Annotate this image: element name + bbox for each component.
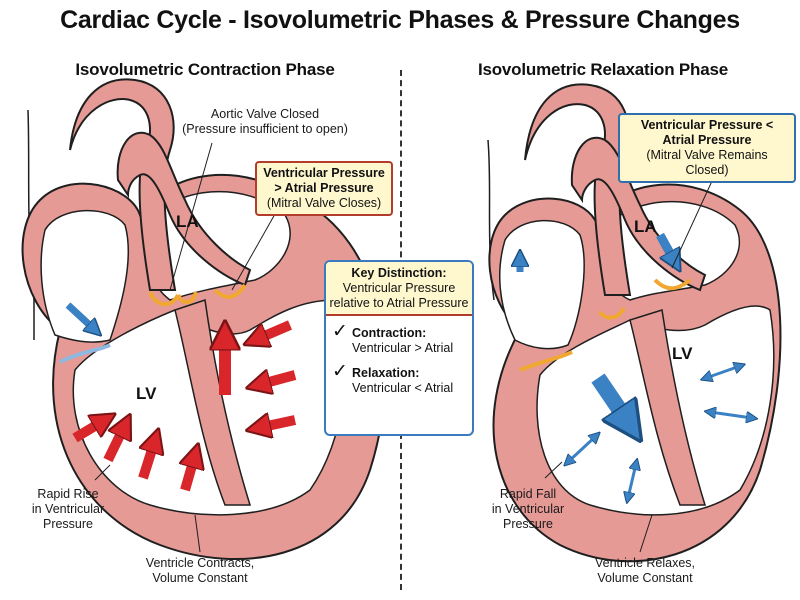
red-arrow-apex-1 xyxy=(72,420,105,443)
left-la-label: LA xyxy=(176,212,199,231)
left-callout-line1: Ventricular Pressure xyxy=(263,166,385,180)
left-aortic-valve xyxy=(148,291,198,307)
right-aorta xyxy=(524,83,632,296)
right-tricuspid-valve xyxy=(519,350,573,372)
right-mitral-valve xyxy=(653,278,692,291)
blue-double-arrow-2 xyxy=(710,412,752,418)
key-item-value: Ventricular > Atrial xyxy=(352,341,454,355)
contracts-label: Ventricle Contracts, Volume Constant xyxy=(125,556,275,586)
key-item-relaxation: ✓ Relaxation: Ventricular < Atrial xyxy=(326,361,472,396)
right-callout-line2: Atrial Pressure xyxy=(662,133,752,147)
left-atrium-blue-arrow xyxy=(65,302,95,330)
fall-line3: Pressure xyxy=(502,517,554,531)
relaxes-line2: Volume Constant xyxy=(597,571,693,585)
leader-bottom-left xyxy=(194,514,201,553)
left-mitral-valve xyxy=(213,283,247,299)
right-panel-heading: Isovolumetric Relaxation Phase xyxy=(477,60,729,79)
key-item-name: Contraction: xyxy=(352,326,427,340)
aortic-valve-label: Aortic Valve Closed (Pressure insufficie… xyxy=(150,107,380,137)
left-heart xyxy=(21,78,387,561)
left-pressure-callout: Ventricular Pressure > Atrial Pressure (… xyxy=(255,161,393,216)
relaxes-line1: Ventricle Relaxes, xyxy=(594,556,696,570)
leader-aortic xyxy=(169,142,213,291)
left-callout-line2: > Atrial Pressure xyxy=(274,181,374,195)
rise-line1: Rapid Rise xyxy=(37,487,99,501)
key-head-line2: Ventricular Pressure xyxy=(342,281,456,295)
right-septum xyxy=(629,309,707,506)
leader-pressure-right xyxy=(544,461,563,479)
fall-line2: in Ventricular xyxy=(491,502,565,516)
aortic-label-line1: Aortic Valve Closed xyxy=(210,107,320,121)
red-arrow-apex-2 xyxy=(103,425,125,463)
blue-double-arrow-4 xyxy=(628,464,636,498)
blue-arrow-main xyxy=(591,373,630,425)
key-item-value: Ventricular < Atrial xyxy=(352,381,454,395)
leader-callout-left xyxy=(231,213,276,291)
key-distinction-box: Key Distinction: Ventricular Pressure re… xyxy=(324,260,474,436)
left-tricuspid-valve xyxy=(59,343,111,364)
leader-pressure-left xyxy=(94,464,111,481)
right-la-blue-arrow xyxy=(656,232,675,262)
key-head-line3: relative to Atrial Pressure xyxy=(329,296,469,310)
left-lv-label: LV xyxy=(136,384,157,403)
red-arrow-apex-3 xyxy=(138,440,155,480)
red-arrow-wall-3 xyxy=(258,420,297,428)
leader-callout-right xyxy=(671,167,719,269)
left-callout-line3: (Mitral Valve Closes) xyxy=(266,196,382,210)
key-distinction-header: Key Distinction: Ventricular Pressure re… xyxy=(326,262,472,316)
blue-double-arrow-1 xyxy=(706,366,740,378)
rise-line3: Pressure xyxy=(42,517,94,531)
contracts-line1: Ventricle Contracts, xyxy=(145,556,255,570)
red-arrow-apex-4 xyxy=(185,455,195,492)
red-arrow-wall-1 xyxy=(255,320,292,340)
blue-double-arrow-3 xyxy=(568,436,596,462)
right-aortic-valve xyxy=(598,306,626,320)
left-aorta xyxy=(69,78,177,291)
contracts-line2: Volume Constant xyxy=(152,571,248,585)
right-relaxation-arrows xyxy=(568,366,752,498)
right-callout-line3: (Mitral Valve Remains Closed) xyxy=(646,148,768,177)
key-item-contraction: ✓ Contraction: Ventricular > Atrial xyxy=(326,321,472,356)
right-callout-line1: Ventricular Pressure < xyxy=(640,118,774,132)
rise-line2: in Ventricular xyxy=(31,502,105,516)
right-pressure-callout: Ventricular Pressure < Atrial Pressure (… xyxy=(618,113,796,183)
left-atrium-chamber xyxy=(40,209,129,343)
key-head-line1: Key Distinction: xyxy=(351,266,447,280)
rapid-fall-label: Rapid Fall in Ventricular Pressure xyxy=(478,487,578,532)
right-lv-label: LV xyxy=(672,344,693,363)
left-septum xyxy=(174,299,252,506)
right-heart xyxy=(487,83,782,563)
key-item-name: Relaxation: xyxy=(352,366,420,380)
leader-bottom-right xyxy=(639,514,653,553)
relaxes-label: Ventricle Relaxes, Volume Constant xyxy=(570,556,720,586)
red-arrow-wall-2 xyxy=(258,375,297,385)
checkmark-icon: ✓ xyxy=(332,321,348,342)
checkmark-icon: ✓ xyxy=(332,361,348,382)
left-panel-heading: Isovolumetric Contraction Phase xyxy=(75,60,335,79)
page-title: Cardiac Cycle - Isovolumetric Phases & P… xyxy=(60,6,740,34)
rapid-rise-label: Rapid Rise in Ventricular Pressure xyxy=(18,487,118,532)
left-pulmonary-trunk xyxy=(116,131,252,287)
aortic-label-line2: (Pressure insufficient to open) xyxy=(182,122,348,136)
right-atrium-chamber xyxy=(498,219,585,350)
fall-line1: Rapid Fall xyxy=(499,487,557,501)
left-contraction-arrows xyxy=(72,320,297,492)
right-la-label: LA xyxy=(634,217,657,236)
